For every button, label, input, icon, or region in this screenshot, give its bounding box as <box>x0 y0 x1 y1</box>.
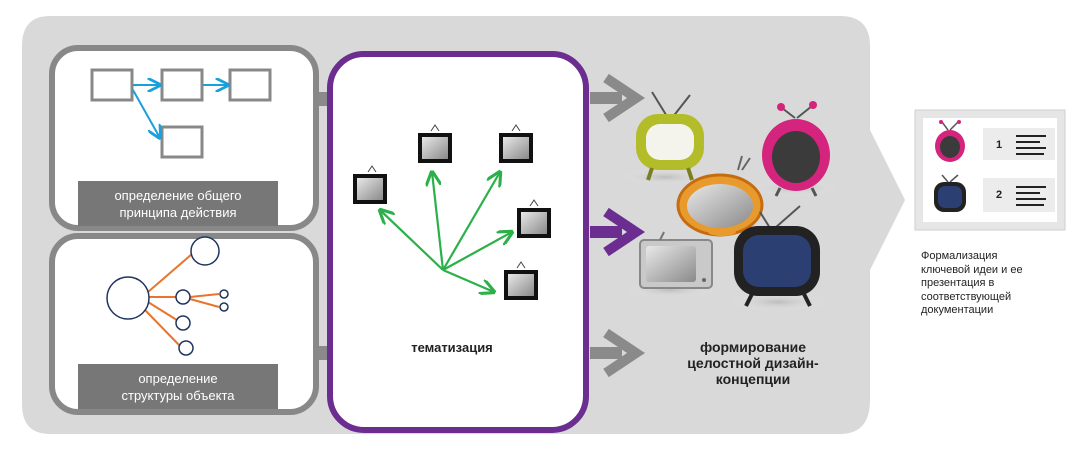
text-lines-icon <box>1016 186 1046 206</box>
structure-nodes <box>106 236 229 356</box>
doc-item-2: 2 <box>934 174 1055 212</box>
flow-box-2 <box>160 68 204 102</box>
caption-line: ключевой идеи и ее <box>921 263 1023 276</box>
frame-icon <box>418 124 452 163</box>
tv-cluster-illustration <box>620 91 840 311</box>
thematization-panel: тематизация <box>327 51 589 433</box>
thematization-label: тематизация <box>411 340 493 355</box>
flow-box-4 <box>160 125 204 159</box>
documentation-caption: Формализация ключевой идеи и ее презента… <box>921 250 1071 318</box>
flow-box-3 <box>228 68 272 102</box>
structure-links <box>144 253 220 347</box>
doc-item-2-number: 2 <box>996 189 1002 201</box>
navy-tv-icon <box>734 205 820 307</box>
concept-label-line1: формирование <box>700 339 806 355</box>
principle-label-line2: принципа действия <box>119 205 236 220</box>
caption-line: презентация в <box>921 277 995 289</box>
flow-box-1 <box>90 68 134 102</box>
thematization-arrows <box>380 172 512 292</box>
principle-label-line1: определение общего <box>114 188 241 203</box>
lime-tv-icon <box>636 91 704 181</box>
documentation-card: 1 2 <box>914 109 1066 231</box>
silver-tv-icon <box>639 231 713 289</box>
frame-icon <box>353 165 387 204</box>
principle-panel: определение общего принципа действия <box>49 45 319 231</box>
structure-panel: определение структуры объекта <box>49 233 319 415</box>
frame-icon <box>517 199 551 238</box>
text-lines-icon <box>1016 135 1046 155</box>
doc-item-1: 1 <box>935 120 1055 162</box>
caption-line: документации <box>921 304 994 316</box>
frame-icon <box>499 124 533 163</box>
orange-tv-icon <box>676 155 764 237</box>
caption-line: Формализация <box>921 250 998 262</box>
structure-label-line2: структуры объекта <box>122 388 236 403</box>
magenta-tv-icon <box>762 101 830 197</box>
flow-arrows <box>132 85 228 138</box>
concept-label-line2: целостной дизайн- <box>687 355 819 371</box>
output-arrows <box>590 73 646 378</box>
doc-item-1-number: 1 <box>996 139 1002 151</box>
frame-icon <box>504 261 538 300</box>
concept-label-line3: концепции <box>716 371 791 387</box>
structure-label-line1: определение <box>138 371 217 386</box>
caption-line: соответствующей <box>921 290 1012 303</box>
